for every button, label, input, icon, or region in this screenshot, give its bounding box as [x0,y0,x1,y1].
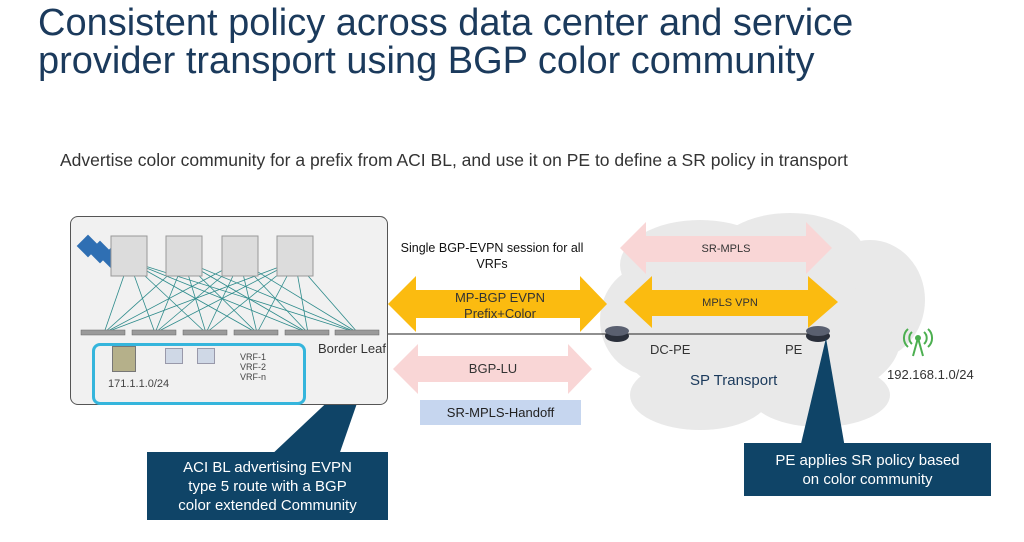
session-note: Single BGP-EVPN session for all VRFs [400,241,584,271]
mp-bgp-evpn-arrow [388,276,607,332]
vrf-label: VRF-n [240,372,267,382]
vrf-label: VRF-2 [240,362,267,372]
sr-mpls-label: SR-MPLS [701,243,751,255]
fabric-link [239,260,359,334]
fabric-link [154,260,296,334]
mp-bgp-label: MP-BGP EVPN Prefix+Color [420,290,580,322]
spine-switch-icon [221,235,259,277]
antenna-icon [902,328,934,357]
bgp-lu-arrow [393,344,592,394]
leaf-switch-icon [80,329,126,336]
callout-line: color extended Community [178,496,357,514]
fabric-link [183,260,359,334]
bgp-lu-label: BGP-LU [468,361,518,376]
callout-line: PE applies SR policy based [775,451,960,469]
mp-bgp-label-line: MP-BGP EVPN [454,290,546,305]
spine-switch-icon [165,235,203,277]
fabric-topology [76,234,380,336]
fabric-link [128,260,258,334]
subtitle: Advertise color community for a prefix f… [60,150,848,170]
fabric-link [103,260,296,334]
vm-icon [165,348,183,364]
dc-pe-router-icon [605,326,629,342]
left-callout: ACI BL advertising EVPN type 5 route wit… [147,452,388,520]
leaf-switch-icon [131,329,177,336]
right-callout: PE applies SR policy based on color comm… [744,443,991,496]
callout-line: on color community [802,470,933,488]
mpls-vpn-label: MPLS VPN [702,297,758,309]
dc-pe-label: DC-PE [650,342,691,357]
leaf-switch-icon [284,329,330,336]
fabric-link [183,260,309,334]
mp-bgp-label-line: Prefix+Color [464,306,536,321]
pe-router-icon [806,326,830,342]
host-group [92,343,306,405]
pe-label: PE [785,342,803,357]
spine-switch-icon [276,235,314,277]
sp-transport-label: SP Transport [690,372,778,389]
leaf-switch-icon [233,329,279,336]
vrf-label: VRF-1 [240,352,267,362]
callout-line: ACI BL advertising EVPN [183,458,352,476]
sr-mpls-arrow [620,222,832,274]
host-prefix: 171.1.1.0/24 [108,378,170,390]
fabric-link [103,260,241,334]
server-icon [112,346,136,372]
border-leaf-label: Border Leaf [318,341,386,356]
right-callout-pointer [800,338,845,448]
fabric-link [128,260,309,334]
callout-line: type 5 route with a BGP [188,477,347,495]
sr-mpls-handoff-label: SR-MPLS-Handoff [420,400,581,425]
remote-prefix: 192.168.1.0/24 [887,367,974,382]
vm-icon [197,348,215,364]
vrf-list: VRF-1 VRF-2 VRF-n [240,352,266,382]
spine-switch-icon [110,235,148,277]
mpls-vpn-arrow [624,276,838,328]
leaf-switch-icon [182,329,228,336]
page-title: Consistent policy across data center and… [38,2,854,82]
leaf-switch-icon [334,329,380,336]
